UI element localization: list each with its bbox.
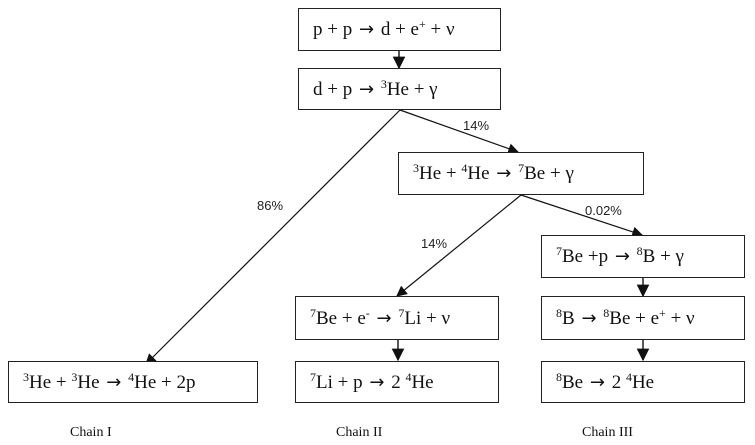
reaction-he3-he4-text: 3He + 4He → 7Be + γ	[413, 161, 574, 184]
reaction-be7-e-box: 7Be + e- → 7Li + ν	[295, 296, 499, 340]
arrow-he3he4-to-be7e	[396, 194, 522, 297]
arrow-glyph: →	[581, 307, 597, 329]
arrow-glyph: →	[358, 19, 375, 40]
reaction-b8-text: 8B → 8Be + e+ + ν	[556, 305, 695, 329]
arrow-dp-to-he3he4	[399, 109, 520, 154]
reaction-dp-box: d + p → 3He + γ	[298, 68, 501, 110]
arrow-dp-to-he3he3	[145, 109, 401, 365]
reaction-he3-he3-box: 3He + 3He → 4He + 2p	[8, 361, 258, 403]
reaction-li7-p-text: 7Li + p → 2 4He	[310, 369, 434, 393]
arrow-glyph: →	[376, 307, 392, 329]
branch-label-li: 14%	[421, 236, 448, 251]
chain-1-label: Chain I	[70, 425, 112, 440]
reaction-be7-p-text: 7Be +p → 8B + γ	[556, 244, 684, 267]
arrow-glyph: →	[358, 78, 375, 100]
reaction-b8-box: 8B → 8Be + e+ + ν	[541, 296, 745, 340]
reaction-dp-text: d + p → 3He + γ	[313, 76, 438, 100]
arrow-glyph: →	[496, 163, 512, 184]
branch-label-b: 0.02%	[585, 203, 622, 218]
chain-3-label: Chain III	[582, 425, 633, 440]
reaction-he3-he4-box: 3He + 4He → 7Be + γ	[398, 152, 644, 195]
arrow-glyph: →	[589, 371, 605, 393]
arrow-he3he4-to-be7p	[520, 194, 644, 238]
arrow-glyph: →	[614, 246, 630, 267]
reaction-pp-box: p + p → d + e+ + ν	[298, 8, 501, 51]
reaction-be8-text: 8Be → 2 4He	[556, 369, 655, 393]
reaction-be8-box: 8Be → 2 4He	[541, 361, 745, 403]
arrow-glyph: →	[106, 371, 122, 393]
reaction-be7-e-text: 7Be + e- → 7Li + ν	[310, 305, 451, 329]
reaction-be7-p-box: 7Be +p → 8B + γ	[541, 235, 745, 278]
branch-label-chain2: 14%	[463, 118, 490, 133]
arrow-glyph: →	[369, 371, 385, 393]
reaction-he3-he3-text: 3He + 3He → 4He + 2p	[23, 369, 196, 393]
chain-2-label: Chain II	[336, 425, 383, 440]
reaction-li7-p-box: 7Li + p → 2 4He	[295, 361, 499, 403]
branch-label-chain1: 86%	[257, 198, 284, 213]
reaction-pp-text: p + p → d + e+ + ν	[313, 17, 455, 40]
